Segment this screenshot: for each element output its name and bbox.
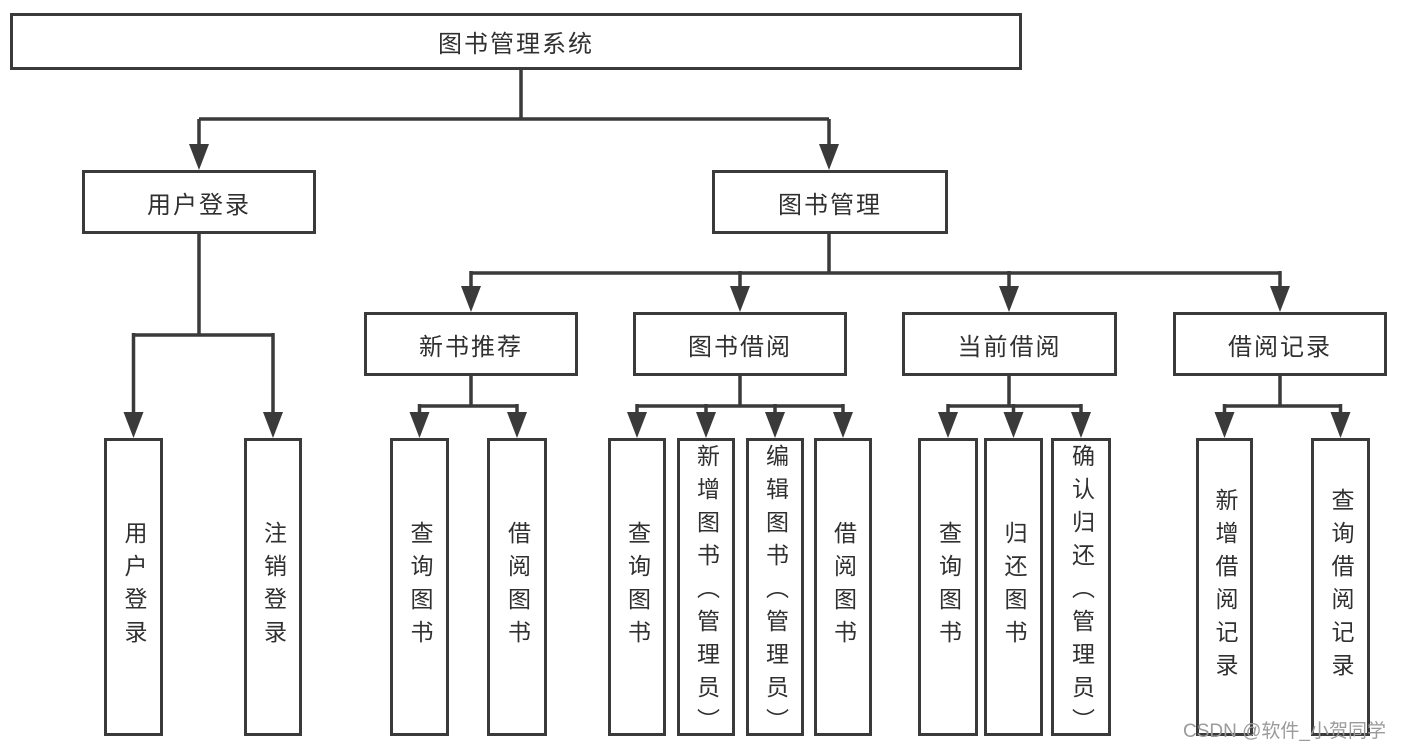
node-label: 借阅记录 [1228, 333, 1332, 361]
node-label: 新书推荐 [419, 333, 523, 361]
node-library-management-system: 图书管理系统 [10, 13, 1022, 70]
node-label: 当前借阅 [957, 333, 1062, 361]
node-current-borrowing: 当前借阅 [902, 312, 1117, 376]
node-label: 图书借阅 [688, 333, 792, 361]
connector-paths [131, 68, 1343, 416]
node-label: 用户登录 [147, 191, 251, 219]
leaf-logout: 注销登录 [244, 438, 302, 736]
leaf-label: 归还图书 [1001, 521, 1027, 653]
leaf-edit-book-admin: 编辑图书（管理员） [746, 438, 804, 741]
node-new-book-recommend: 新书推荐 [364, 312, 578, 376]
node-label: 图书管理 [778, 191, 882, 219]
leaf-label: 查询图书 [935, 521, 962, 653]
leaf-add-borrow-record: 新增借阅记录 [1196, 438, 1253, 736]
node-book-borrowing: 图书借阅 [633, 312, 847, 376]
leaf-label: 用户登录 [121, 521, 147, 653]
leaf-query-books-current: 查询图书 [918, 438, 978, 736]
leaf-user-login: 用户登录 [104, 438, 163, 736]
node-label: 图书管理系统 [438, 31, 594, 58]
node-borrowing-records: 借阅记录 [1173, 312, 1387, 376]
leaf-label: 注销登录 [260, 521, 287, 653]
leaf-label: 查询图书 [624, 521, 651, 653]
arrowhead-icons [123, 144, 1351, 438]
node-user-login: 用户登录 [82, 170, 316, 234]
leaf-label: 新增图书（管理员） [693, 444, 720, 741]
node-book-management: 图书管理 [712, 170, 948, 234]
leaf-label: 借阅图书 [504, 521, 531, 653]
leaf-query-books-borrowing: 查询图书 [608, 438, 666, 736]
watermark: CSDN @软件_小贺同学 [1183, 721, 1386, 742]
leaf-label: 借阅图书 [830, 521, 857, 653]
leaf-label: 确认归还（管理员） [1068, 444, 1095, 741]
leaf-label: 查询借阅记录 [1328, 488, 1354, 686]
leaf-label: 新增借阅记录 [1212, 488, 1238, 686]
leaf-borrow-books-borrowing: 借阅图书 [814, 438, 872, 736]
leaf-label: 查询图书 [407, 521, 433, 653]
leaf-label: 编辑图书（管理员） [762, 444, 789, 741]
leaf-confirm-return-admin: 确认归还（管理员） [1051, 438, 1111, 741]
leaf-query-books-recommend: 查询图书 [390, 438, 449, 736]
leaf-add-book-admin: 新增图书（管理员） [677, 438, 735, 741]
leaf-query-borrow-record: 查询借阅记录 [1311, 438, 1370, 736]
leaf-return-book: 归还图书 [984, 438, 1043, 736]
leaf-borrow-books-recommend: 借阅图书 [487, 438, 547, 736]
